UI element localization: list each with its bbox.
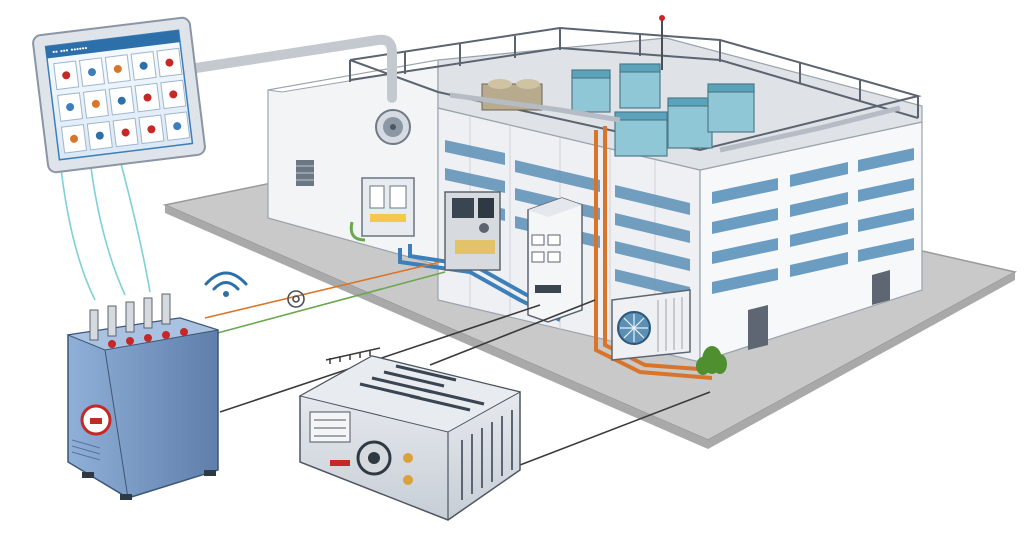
exhaust-fan-icon — [375, 109, 411, 145]
right-facade-windows — [712, 148, 914, 294]
monitor-tile-indicator — [88, 68, 97, 77]
monitoring-display: •• ••• •••••• — [32, 16, 206, 174]
monitor-tile-indicator — [95, 131, 104, 140]
monitor-tile-indicator — [173, 122, 182, 131]
monitor-cables — [59, 159, 151, 301]
radio-signal-icon — [287, 290, 305, 308]
monitor-tile-indicator — [169, 90, 178, 99]
monitor-tile-indicator — [117, 96, 126, 105]
monitor-tile-indicator — [139, 61, 148, 70]
distribution-unit — [298, 347, 522, 521]
outdoor-condenser-unit — [611, 289, 691, 361]
distribution-top-vents — [359, 364, 485, 412]
monitor-tile-indicator — [143, 93, 152, 102]
monitor-tile-grid — [53, 47, 191, 154]
monitor-conduit — [191, 34, 397, 103]
wifi-signal-icon — [204, 271, 248, 297]
transformer — [66, 293, 219, 500]
monitor-tile-indicator — [147, 125, 156, 134]
main-switchboard — [527, 197, 583, 323]
monitor-tile-indicator — [121, 128, 130, 137]
monitor-tile-indicator — [62, 71, 71, 80]
transformer-bushings — [89, 293, 171, 341]
rooftop-pipes — [449, 92, 901, 153]
distribution-side-vents — [461, 410, 513, 500]
monitor-tile-indicator — [165, 58, 174, 67]
monitor-tile-indicator — [70, 134, 79, 143]
monitor-tile-indicator — [113, 64, 122, 73]
metering-cabinet — [444, 191, 501, 271]
monitor-tile-indicator — [66, 103, 75, 112]
safety-warning-icon — [80, 404, 112, 436]
wall-electrical-panel — [349, 177, 415, 242]
rooftop-hvac-units — [571, 63, 755, 157]
shrub — [696, 346, 727, 375]
building-doors — [748, 270, 890, 350]
terminal-strip — [325, 347, 381, 364]
monitor-tile-indicator — [91, 99, 100, 108]
monitor-header-text: •• ••• •••••• — [52, 44, 88, 57]
roof-railing — [349, 26, 922, 152]
